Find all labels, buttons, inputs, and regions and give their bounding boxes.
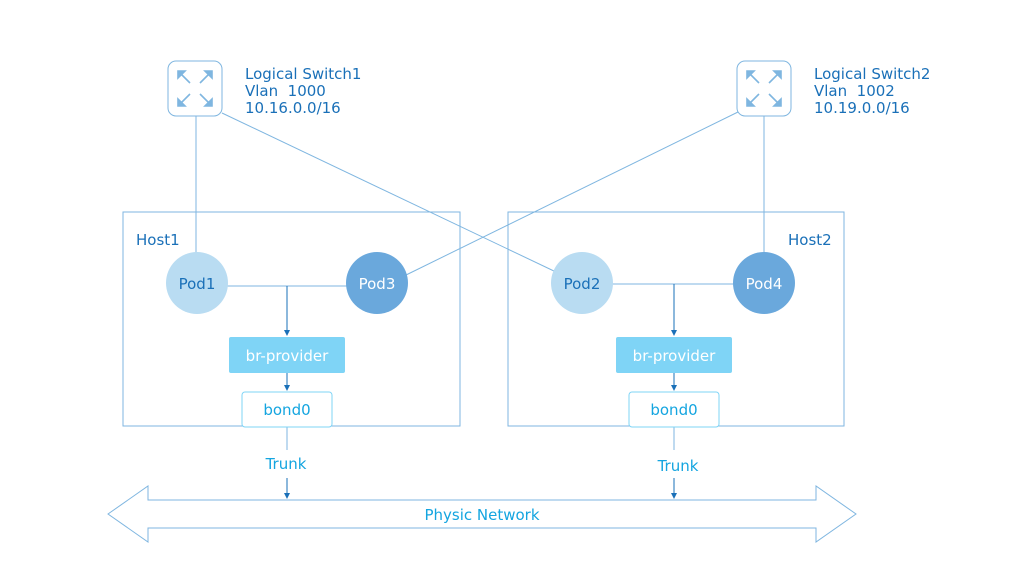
- switch-icon: [736, 60, 792, 117]
- host1-bond: [241, 391, 333, 428]
- host2-bridge: [616, 337, 732, 373]
- host2-bridge-label: br-provider: [633, 347, 716, 365]
- pod2-label: Pod2: [564, 275, 601, 293]
- switch2-cidr: 10.19.0.0/16: [814, 99, 910, 117]
- logical-switch1: Logical Switch1 Vlan 1000 10.16.0.0/16: [167, 60, 361, 117]
- pod1-label: Pod1: [179, 275, 216, 293]
- physic-network-label: Physic Network: [424, 506, 539, 524]
- switch-icon: [167, 60, 223, 117]
- physic-network-arrow: [107, 485, 857, 543]
- host2-trunk-label: Trunk: [657, 457, 699, 475]
- pod2-node: [551, 252, 613, 314]
- switch2-name: Logical Switch2: [814, 65, 930, 83]
- switch1-vlan: Vlan 1000: [245, 82, 326, 100]
- logical-switch2: Logical Switch2 Vlan 1002 10.19.0.0/16: [736, 60, 930, 117]
- pod4-node: [733, 252, 795, 314]
- host1-bond-label: bond0: [263, 401, 310, 419]
- pod1-node: [166, 252, 228, 314]
- host1-bridge: [229, 337, 345, 373]
- switch1-cidr: 10.16.0.0/16: [245, 99, 341, 117]
- host2-label: Host2: [788, 231, 832, 249]
- pod4-label: Pod4: [746, 275, 783, 293]
- switch1-name: Logical Switch1: [245, 65, 361, 83]
- host1-trunk-label: Trunk: [265, 455, 307, 473]
- host1-bridge-label: br-provider: [246, 347, 329, 365]
- switch2-vlan: Vlan 1002: [814, 82, 895, 100]
- host2-bond: [628, 391, 720, 428]
- link-switch2-pod3: [403, 111, 739, 277]
- pod3-node: [346, 252, 408, 314]
- host2-bond-label: bond0: [650, 401, 697, 419]
- pod3-label: Pod3: [359, 275, 396, 293]
- link-switch1-pod2: [221, 112, 557, 273]
- host1-label: Host1: [136, 231, 180, 249]
